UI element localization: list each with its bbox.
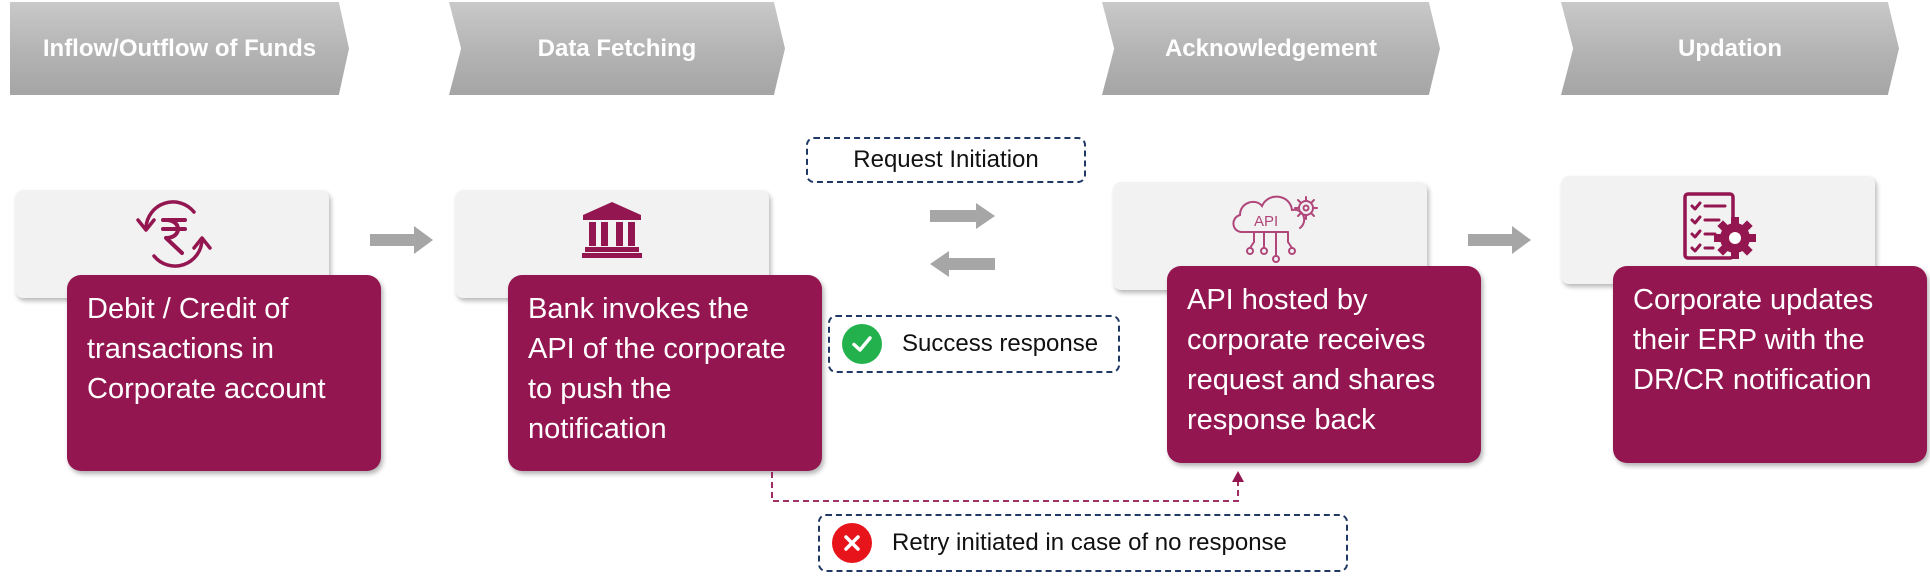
- stage-banner-data-fetching: Data Fetching: [449, 2, 785, 95]
- stage-banner-acknowledgement: Acknowledgement: [1102, 2, 1440, 95]
- step-description-text: Bank invokes the API of the corporate to…: [528, 293, 786, 445]
- step-description-card-3: API hosted by corporate receives request…: [1167, 266, 1481, 463]
- step-description-card-4: Corporate updates their ERP with the DR/…: [1613, 266, 1927, 463]
- retry-label: Retry initiated in case of no response: [892, 529, 1287, 556]
- success-response-callout: Success response: [828, 315, 1120, 373]
- stage-label: Inflow/Outflow of Funds: [42, 34, 317, 62]
- request-initiation-callout: Request Initiation: [806, 137, 1086, 183]
- error-cross-icon: [832, 523, 872, 563]
- bank-icon: [581, 200, 643, 258]
- retry-callout: Retry initiated in case of no response: [818, 514, 1348, 572]
- step-description-text: Corporate updates their ERP with the DR/…: [1633, 284, 1874, 396]
- api-cloud-icon: API: [1228, 188, 1324, 268]
- stage-banner-inflow-outflow: Inflow/Outflow of Funds: [10, 2, 349, 95]
- api-icon-label: API: [1254, 213, 1278, 230]
- flow-arrow-right: [1468, 225, 1532, 255]
- stage-label: Acknowledgement: [1164, 34, 1378, 62]
- step-description-card-2: Bank invokes the API of the corporate to…: [508, 275, 822, 471]
- success-response-label: Success response: [902, 330, 1099, 357]
- success-check-icon: [842, 324, 882, 364]
- stage-label: Data Fetching: [537, 34, 697, 62]
- stage-label: Updation: [1678, 34, 1782, 62]
- step-description-text: API hosted by corporate receives request…: [1187, 284, 1436, 436]
- flow-arrow-right: [370, 225, 434, 255]
- rupee-exchange-icon: [126, 198, 222, 270]
- request-arrow-right: [930, 202, 996, 230]
- stage-banner-updation: Updation: [1561, 2, 1899, 95]
- step-description-card-1: Debit / Credit of transactions in Corpor…: [67, 275, 381, 471]
- step-description-text: Debit / Credit of transactions in Corpor…: [87, 293, 326, 405]
- checklist-gear-icon: [1683, 192, 1759, 264]
- request-initiation-label: Request Initiation: [853, 146, 1039, 173]
- retry-connector: [760, 466, 1250, 506]
- response-arrow-left: [929, 250, 995, 278]
